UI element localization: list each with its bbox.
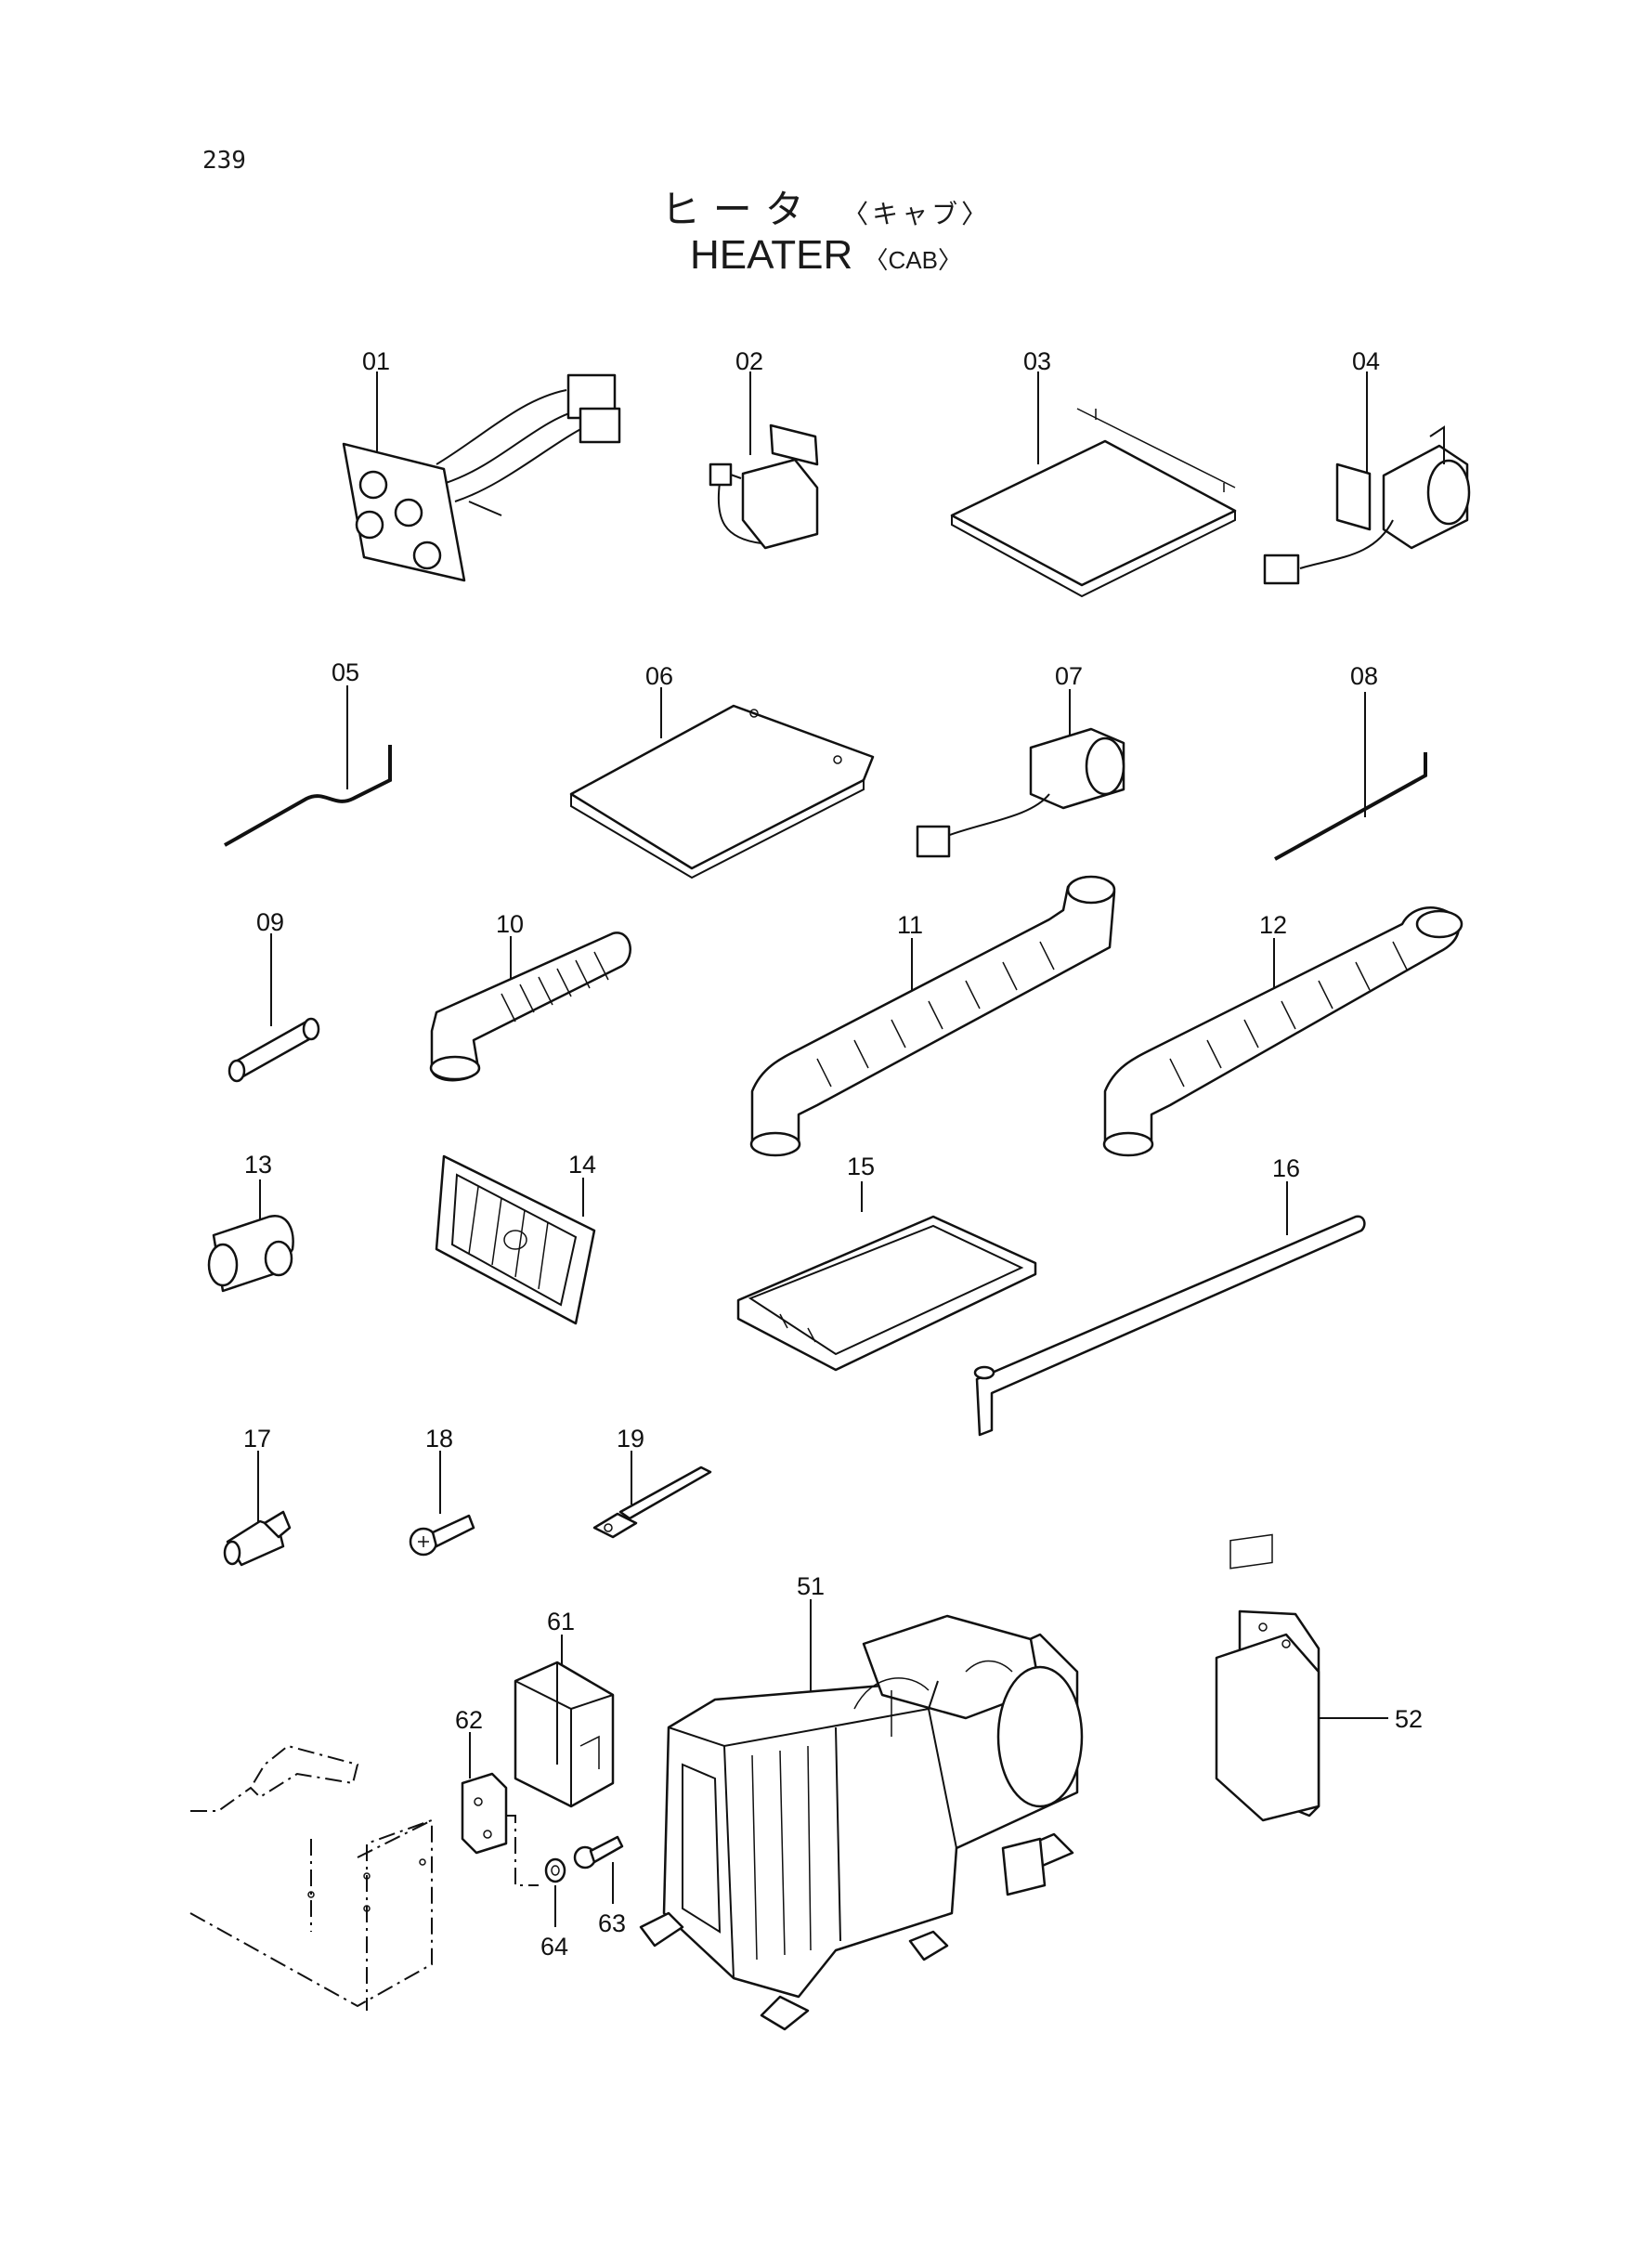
part-61-cover[interactable]	[514, 1635, 615, 1808]
label-11: 11	[897, 911, 923, 939]
part-01-switch-panel[interactable]	[342, 371, 621, 582]
part-15-filter-case[interactable]	[736, 1181, 1037, 1372]
part-11-duct[interactable]	[749, 875, 1116, 1157]
title-english: HEATER 〈CAB〉	[0, 232, 1652, 279]
label-03: 03	[1023, 347, 1051, 375]
part-18-screw[interactable]	[409, 1451, 475, 1557]
part-64-washer[interactable]	[544, 1857, 566, 1927]
part-07-actuator[interactable]	[916, 689, 1125, 858]
part-62-bracket[interactable]	[461, 1732, 539, 1886]
title-en-sub: 〈CAB〉	[864, 246, 962, 274]
label-15: 15	[847, 1153, 875, 1180]
label-16: 16	[1272, 1154, 1300, 1182]
title-jp-sub: 〈キャブ〉	[842, 199, 992, 229]
part-03-filter-sheet[interactable]	[950, 371, 1237, 598]
part-14-louver[interactable]	[435, 1154, 596, 1325]
part-13-elbow[interactable]	[207, 1179, 294, 1293]
page-number: 239	[202, 147, 246, 175]
label-52: 52	[1395, 1705, 1423, 1733]
label-10: 10	[496, 910, 524, 938]
label-14: 14	[568, 1151, 596, 1179]
part-04-actuator[interactable]	[1263, 371, 1471, 585]
part-63-bolt[interactable]	[573, 1835, 624, 1904]
part-51-heater-unit[interactable]	[639, 1599, 1084, 2031]
label-01: 01	[362, 347, 390, 375]
part-52-control-box[interactable]	[1215, 1533, 1388, 1822]
label-61: 61	[547, 1608, 575, 1635]
label-13: 13	[244, 1151, 272, 1179]
label-17: 17	[243, 1425, 271, 1453]
label-06: 06	[645, 662, 673, 690]
part-10-duct[interactable]	[429, 932, 631, 1082]
label-18: 18	[425, 1425, 453, 1453]
title-jp-main: ヒータ	[660, 187, 817, 232]
part-02-relay[interactable]	[709, 371, 819, 550]
part-08-rod[interactable]	[1274, 692, 1427, 861]
label-12: 12	[1259, 911, 1287, 939]
label-04: 04	[1352, 347, 1380, 375]
part-17-nipple[interactable]	[223, 1451, 292, 1567]
label-09: 09	[256, 908, 284, 936]
label-07: 07	[1055, 662, 1083, 690]
label-51: 51	[797, 1572, 825, 1600]
part-19-clip[interactable]	[592, 1451, 712, 1539]
part-16-pipe[interactable]	[973, 1181, 1366, 1437]
label-08: 08	[1350, 662, 1378, 690]
part-09-nipple[interactable]	[228, 933, 320, 1083]
label-05: 05	[332, 658, 359, 686]
title-japanese: ヒータ 〈キャブ〉	[0, 178, 1652, 235]
label-19: 19	[617, 1425, 644, 1453]
part-12-duct[interactable]	[1102, 906, 1463, 1157]
cab-frame-reference	[189, 1744, 433, 2011]
part-06-filter-sheet[interactable]	[569, 687, 875, 879]
label-64: 64	[540, 1933, 568, 1961]
part-05-rod[interactable]	[224, 685, 392, 847]
label-62: 62	[455, 1706, 483, 1734]
label-63: 63	[598, 1909, 626, 1937]
title-en-main: HEATER	[690, 232, 853, 278]
label-02: 02	[735, 347, 763, 375]
